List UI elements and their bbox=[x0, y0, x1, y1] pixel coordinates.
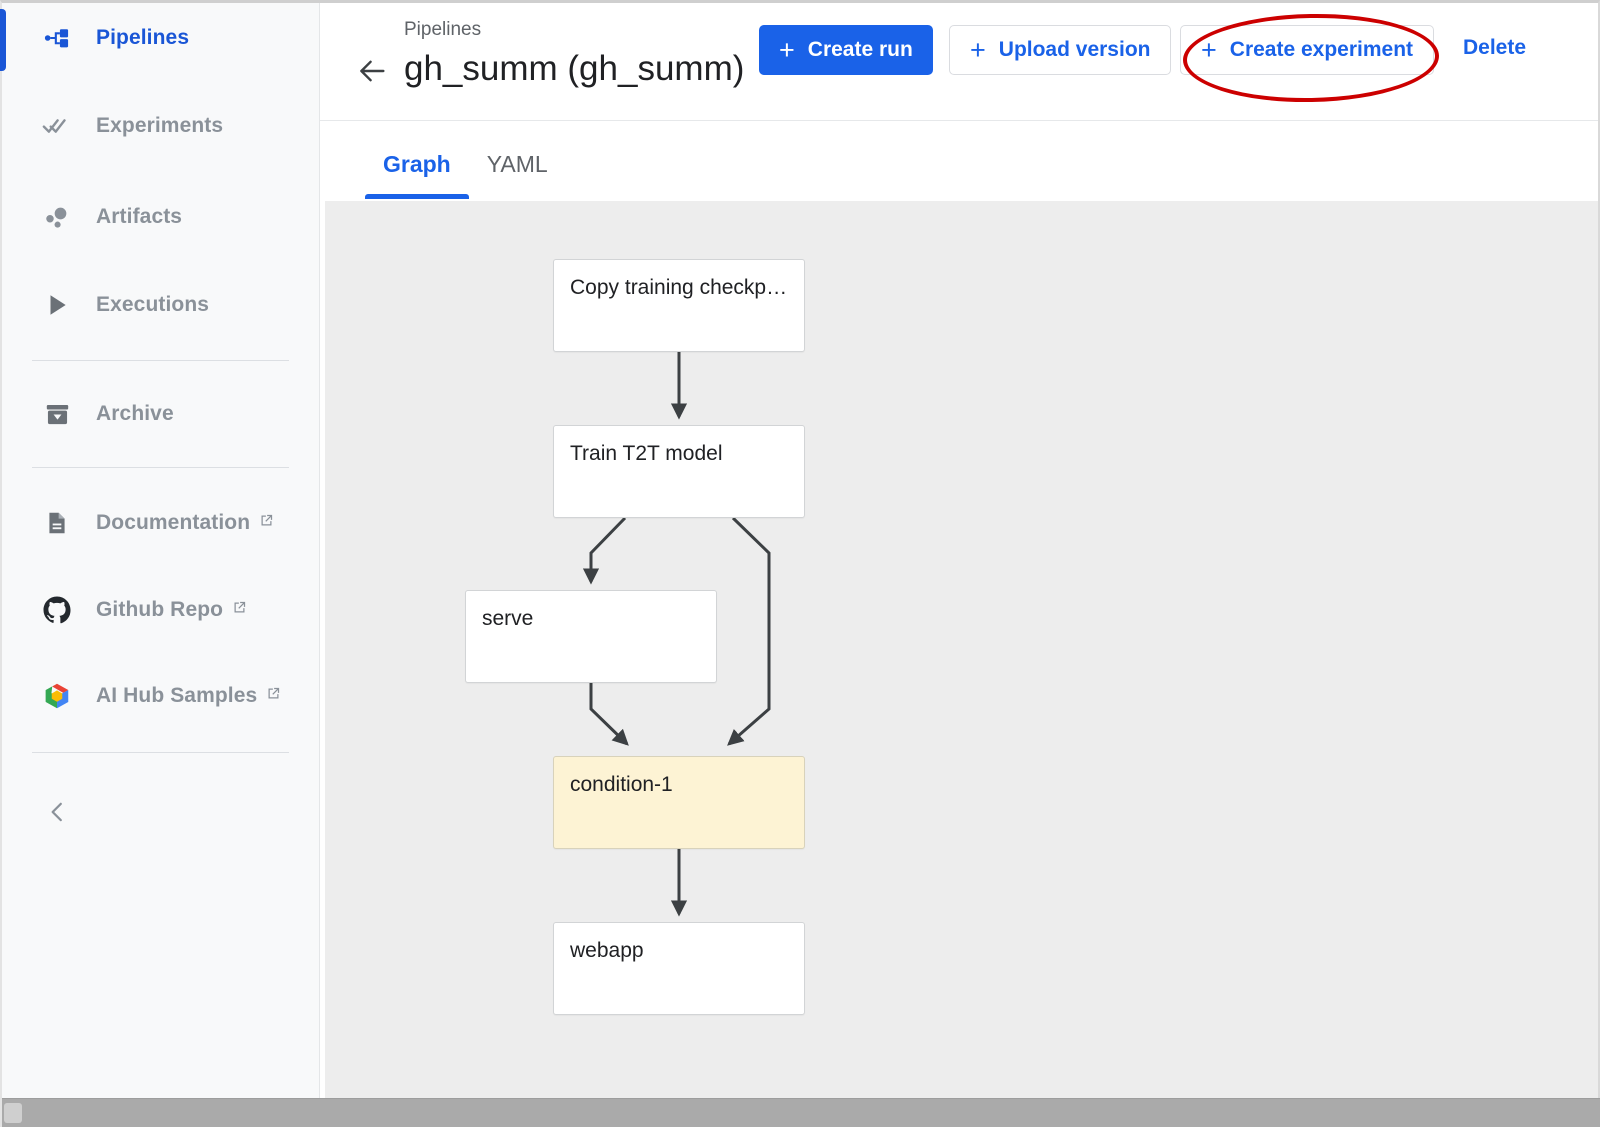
edge-train-to-condition bbox=[727, 516, 771, 746]
plus-icon: + bbox=[1201, 34, 1217, 65]
upload-version-label: Upload version bbox=[998, 38, 1151, 61]
upload-version-button[interactable]: + Upload version bbox=[949, 25, 1172, 75]
sidebar-item-executions[interactable]: Executions bbox=[2, 282, 319, 328]
graph-node-train-t2t-model[interactable]: Train T2T model bbox=[553, 425, 805, 518]
arrow-left-icon bbox=[360, 60, 385, 82]
sidebar-item-label: Executions bbox=[96, 293, 210, 316]
pipelines-icon bbox=[40, 21, 74, 55]
sidebar-item-label: AI Hub Samples bbox=[96, 684, 258, 707]
executions-icon bbox=[40, 288, 74, 322]
sidebar-collapse-button[interactable] bbox=[2, 789, 319, 835]
external-link-icon bbox=[232, 600, 247, 620]
scrollbar-thumb[interactable] bbox=[4, 1103, 22, 1123]
page-title: gh_summ (gh_summ) bbox=[404, 49, 745, 88]
edge-train-to-serve bbox=[582, 516, 627, 585]
graph-node-serve[interactable]: serve bbox=[465, 590, 717, 683]
sidebar-item-label: Pipelines bbox=[96, 26, 190, 49]
create-run-label: Create run bbox=[807, 38, 913, 61]
sidebar-item-label: Artifacts bbox=[96, 205, 183, 228]
sidebar-item-experiments[interactable]: Experiments bbox=[2, 103, 319, 149]
back-button[interactable] bbox=[352, 51, 392, 91]
graph-node-copy-training-checkpoint[interactable]: Copy training checkp… bbox=[553, 259, 805, 352]
external-link-icon bbox=[266, 686, 281, 706]
node-label: webapp bbox=[570, 939, 644, 962]
sidebar-divider-2 bbox=[32, 467, 289, 468]
sidebar-item-label: Archive bbox=[96, 402, 174, 425]
sidebar: Pipelines Experiments Art bbox=[0, 3, 320, 1098]
sidebar-item-artifacts[interactable]: Artifacts bbox=[2, 194, 319, 240]
create-experiment-label: Create experiment bbox=[1229, 38, 1414, 61]
experiments-icon bbox=[40, 109, 74, 143]
document-icon bbox=[40, 506, 74, 540]
github-icon bbox=[40, 593, 74, 627]
delete-button[interactable]: Delete bbox=[1463, 36, 1527, 59]
edge-serve-to-condition bbox=[589, 683, 629, 746]
node-label: condition-1 bbox=[570, 773, 673, 796]
sidebar-item-github-repo[interactable]: Github Repo bbox=[2, 587, 319, 633]
tab-yaml[interactable]: YAML bbox=[486, 151, 548, 177]
sidebar-item-label: Github Repo bbox=[96, 598, 224, 621]
graph-node-condition-1[interactable]: condition-1 bbox=[553, 756, 805, 849]
chevron-left-icon bbox=[40, 795, 74, 829]
plus-icon: + bbox=[779, 34, 795, 65]
horizontal-scrollbar[interactable] bbox=[2, 1098, 1600, 1127]
breadcrumb[interactable]: Pipelines bbox=[404, 19, 482, 40]
sidebar-item-ai-hub-samples[interactable]: AI Hub Samples bbox=[2, 673, 319, 719]
sidebar-item-pipelines[interactable]: Pipelines bbox=[2, 15, 319, 61]
node-label: Copy training checkp… bbox=[570, 276, 788, 299]
external-link-icon bbox=[259, 513, 274, 533]
sidebar-divider-3 bbox=[32, 752, 289, 753]
active-indicator bbox=[0, 9, 6, 71]
sidebar-item-documentation[interactable]: Documentation bbox=[2, 500, 319, 546]
page-header: Pipelines gh_summ (gh_summ) + Create run… bbox=[320, 3, 1598, 121]
node-label: serve bbox=[482, 607, 534, 630]
artifacts-icon bbox=[40, 200, 74, 234]
create-experiment-button[interactable]: + Create experiment bbox=[1180, 25, 1435, 75]
archive-icon bbox=[40, 397, 74, 431]
ai-hub-icon bbox=[40, 679, 74, 713]
create-run-button[interactable]: + Create run bbox=[759, 25, 933, 75]
sidebar-divider-1 bbox=[32, 360, 289, 361]
tab-graph[interactable]: Graph bbox=[365, 121, 469, 199]
sidebar-item-archive[interactable]: Archive bbox=[2, 391, 319, 437]
pipeline-graph-canvas[interactable]: Copy training checkp… Train T2T model se… bbox=[325, 201, 1598, 1098]
sidebar-item-label: Experiments bbox=[96, 114, 224, 137]
view-tabs: Graph YAML bbox=[320, 121, 1598, 201]
node-label: Train T2T model bbox=[570, 442, 723, 465]
graph-node-webapp[interactable]: webapp bbox=[553, 922, 805, 1015]
plus-icon: + bbox=[970, 34, 986, 65]
sidebar-item-label: Documentation bbox=[96, 511, 251, 534]
main-content: Pipelines gh_summ (gh_summ) + Create run… bbox=[320, 3, 1598, 1098]
